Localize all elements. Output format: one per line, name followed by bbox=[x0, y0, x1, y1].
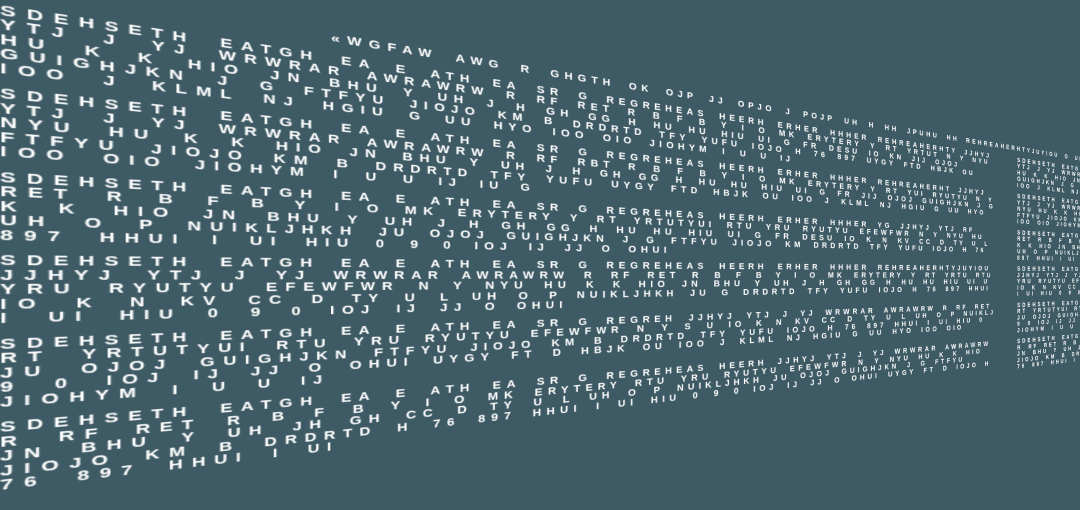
text-paragraph: SDEHSETH EATGH EA E ATH EA SR G REGREH J… bbox=[1017, 292, 1080, 334]
text-column: SDEHSETH EATGH EA E ATH EA SR G REGREHEA… bbox=[0, 2, 996, 505]
text-paragraph: SDEHSETH EATGH EA E ATH EA SR G REGREHEA… bbox=[1017, 228, 1080, 264]
text-column: SDEHSETH EATGH EA E ATH EA SR G REGREHEA… bbox=[1017, 156, 1080, 375]
text-paragraph: SDEHSETH EATGH EA E ATH EA SR G REGREHEA… bbox=[1017, 264, 1080, 298]
